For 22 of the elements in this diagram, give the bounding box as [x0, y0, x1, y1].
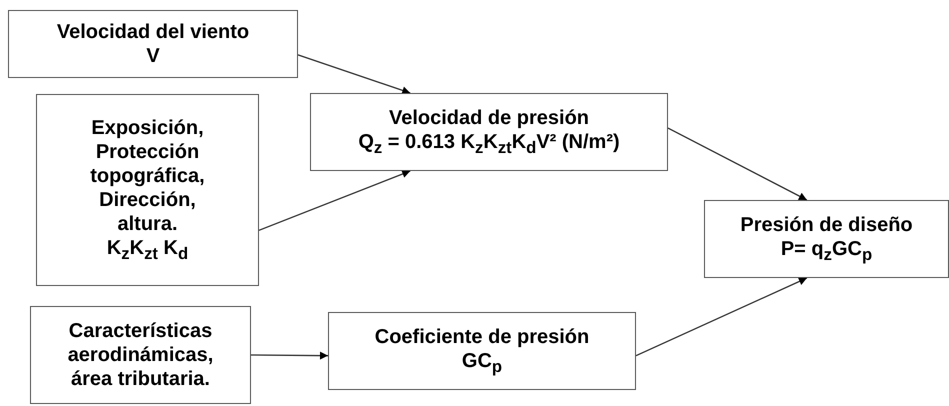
box-text: K$_{z}$K$_{zt}$ K$_{d}$ [106, 236, 188, 264]
box-text: Coeficiente de presión [374, 325, 590, 349]
process-box [704, 200, 949, 278]
process-box [310, 93, 668, 171]
box-text: Velocidad del viento [56, 20, 250, 44]
box-text: Características aerodinámicas, área tributaria. [66, 319, 214, 391]
box-text: Q$_{z}$ = 0.613 K$_{z}$K$_{zt}$K$_{d}$V² (N/m²) [358, 130, 620, 158]
box-text: P= q$_{z}$GC$_{p}$ [780, 237, 872, 265]
process-box [30, 306, 251, 404]
arrow [251, 352, 328, 360]
process-box [36, 94, 259, 286]
box-text: Exposición, Protección topográfica, Dirección, altura. [89, 116, 206, 236]
process-box [328, 312, 636, 390]
arrow [636, 277, 808, 356]
process-box [8, 10, 298, 78]
arrow [258, 170, 410, 231]
box-text: Presión de diseño [740, 213, 913, 237]
box-text: GC$_{p}$ [462, 349, 502, 377]
box-text: V [146, 44, 160, 68]
arrow [298, 54, 410, 94]
arrow [668, 128, 808, 201]
box-text: Velocidad de presión [388, 106, 590, 130]
